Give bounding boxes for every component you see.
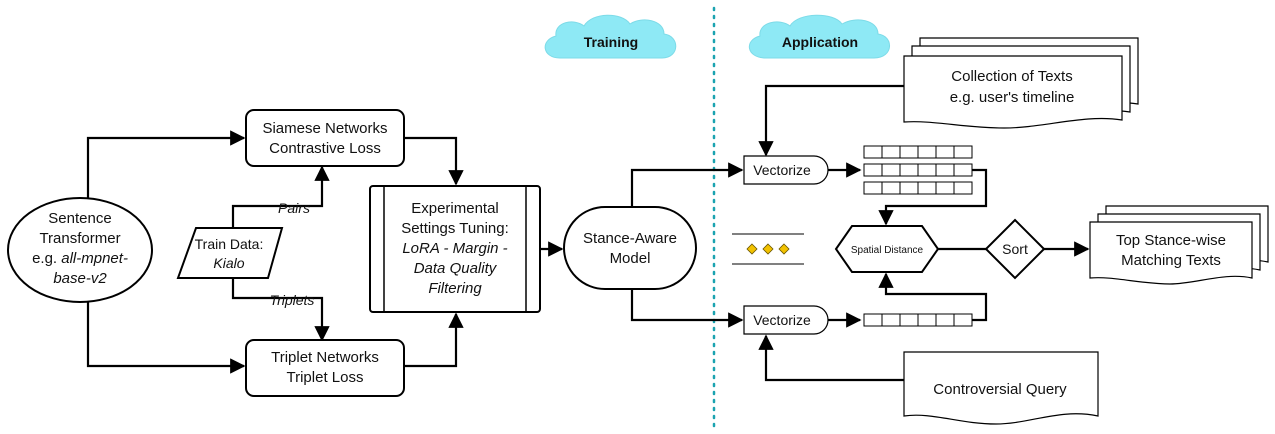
vector-cell	[881, 145, 901, 159]
svg-text:Top Stance-wise: Top Stance-wise	[1116, 232, 1226, 249]
edge-siamese-exp	[404, 136, 464, 186]
vector-cell	[917, 313, 937, 327]
vector-cell	[881, 163, 901, 177]
triplets-label: Triplets	[270, 292, 315, 308]
vector-cell	[899, 145, 919, 159]
svg-text:Kialo: Kialo	[213, 255, 244, 271]
vector-cell	[863, 313, 883, 327]
edge-vectors-spatial	[878, 168, 988, 226]
collection-of-texts-node: Collection of Texts e.g. user's timeline	[903, 37, 1139, 129]
svg-text:Sentence: Sentence	[48, 210, 111, 227]
train-data-node: Train Data: Kialo	[176, 227, 284, 279]
svg-text:Settings Tuning:: Settings Tuning:	[401, 220, 509, 237]
edge-triplet-exp	[404, 312, 464, 368]
vector-cell	[953, 313, 973, 327]
svg-text:Transformer: Transformer	[39, 230, 120, 247]
sort-node: Sort	[984, 218, 1046, 280]
vector-cell	[899, 181, 919, 195]
svg-text:LoRA - Margin -: LoRA - Margin -	[402, 240, 507, 257]
edge-collection-vectorize	[758, 84, 904, 157]
application-label: Application	[782, 34, 858, 50]
vector-cell	[899, 163, 919, 177]
svg-text:Model: Model	[610, 250, 651, 267]
siamese-networks-node: Siamese Networks Contrastive Loss	[245, 109, 405, 167]
vector-cell	[935, 313, 955, 327]
vector-cell	[935, 163, 955, 177]
svg-text:e.g. user's timeline: e.g. user's timeline	[950, 89, 1075, 106]
svg-text:e.g. all-mpnet-: e.g. all-mpnet-	[32, 250, 128, 267]
vector-cell	[953, 181, 973, 195]
svg-text:Vectorize: Vectorize	[753, 162, 811, 178]
edge-model-vectorize-top	[630, 162, 744, 207]
vector-cell	[881, 181, 901, 195]
svg-text:Data Quality: Data Quality	[414, 260, 498, 277]
svg-text:Siamese Networks: Siamese Networks	[262, 120, 387, 137]
vector-cell	[935, 181, 955, 195]
svg-text:Controversial Query: Controversial Query	[933, 381, 1067, 398]
svg-text:Spatial Distance: Spatial Distance	[851, 245, 924, 256]
ellipsis-separator	[732, 233, 804, 265]
edge-model-vectorize-bottom	[630, 288, 744, 328]
edge-vector-spatial	[878, 272, 988, 322]
edge-traindata-siamese	[231, 165, 330, 228]
vector-cell	[953, 163, 973, 177]
vector-cell	[935, 145, 955, 159]
vector-cell	[863, 145, 883, 159]
edge-query-vectorize	[758, 334, 904, 382]
vector-cell	[863, 181, 883, 195]
vector-cell	[953, 145, 973, 159]
svg-text:Train Data:: Train Data:	[195, 236, 264, 252]
svg-text:Sort: Sort	[1002, 241, 1028, 257]
top-matching-texts-node: Top Stance-wise Matching Texts	[1089, 205, 1269, 285]
svg-text:Matching Texts: Matching Texts	[1121, 252, 1221, 269]
training-cloud: Training	[544, 14, 677, 59]
vector-stack-top	[863, 145, 973, 195]
spatial-distance-node: Spatial Distance	[834, 225, 940, 273]
svg-text:Contrastive Loss: Contrastive Loss	[269, 140, 381, 157]
edge-st-triplet	[86, 300, 246, 374]
experimental-settings-node: Experimental Settings Tuning: LoRA - Mar…	[369, 185, 541, 313]
vectorize-top-node: Vectorize	[743, 155, 829, 185]
vector-cell	[917, 163, 937, 177]
vector-bottom	[863, 313, 973, 327]
stance-aware-model-node: Stance-Aware Model	[563, 206, 697, 290]
training-label: Training	[584, 34, 638, 50]
svg-text:Collection of Texts: Collection of Texts	[951, 68, 1072, 85]
svg-text:Stance-Aware: Stance-Aware	[583, 230, 677, 247]
pairs-label: Pairs	[278, 200, 310, 216]
vector-cell	[881, 313, 901, 327]
edge-st-siamese	[86, 130, 246, 200]
svg-text:base-v2: base-v2	[53, 270, 107, 287]
edge-traindata-triplet	[231, 277, 330, 342]
svg-text:Triplet Loss: Triplet Loss	[287, 369, 364, 386]
controversial-query-node: Controversial Query	[903, 351, 1099, 425]
application-cloud: Application	[749, 14, 890, 59]
sentence-transformer-node: Sentence Transformer e.g. all-mpnet- bas…	[7, 197, 153, 303]
svg-text:Filtering: Filtering	[428, 280, 482, 297]
vector-cell	[917, 181, 937, 195]
vector-cell	[863, 163, 883, 177]
svg-text:Vectorize: Vectorize	[753, 312, 811, 328]
vectorize-bottom-node: Vectorize	[743, 305, 829, 335]
svg-text:Experimental: Experimental	[411, 200, 499, 217]
vector-cell	[917, 145, 937, 159]
triplet-networks-node: Triplet Networks Triplet Loss	[245, 339, 405, 397]
svg-text:Triplet Networks: Triplet Networks	[271, 349, 379, 366]
vector-cell	[899, 313, 919, 327]
